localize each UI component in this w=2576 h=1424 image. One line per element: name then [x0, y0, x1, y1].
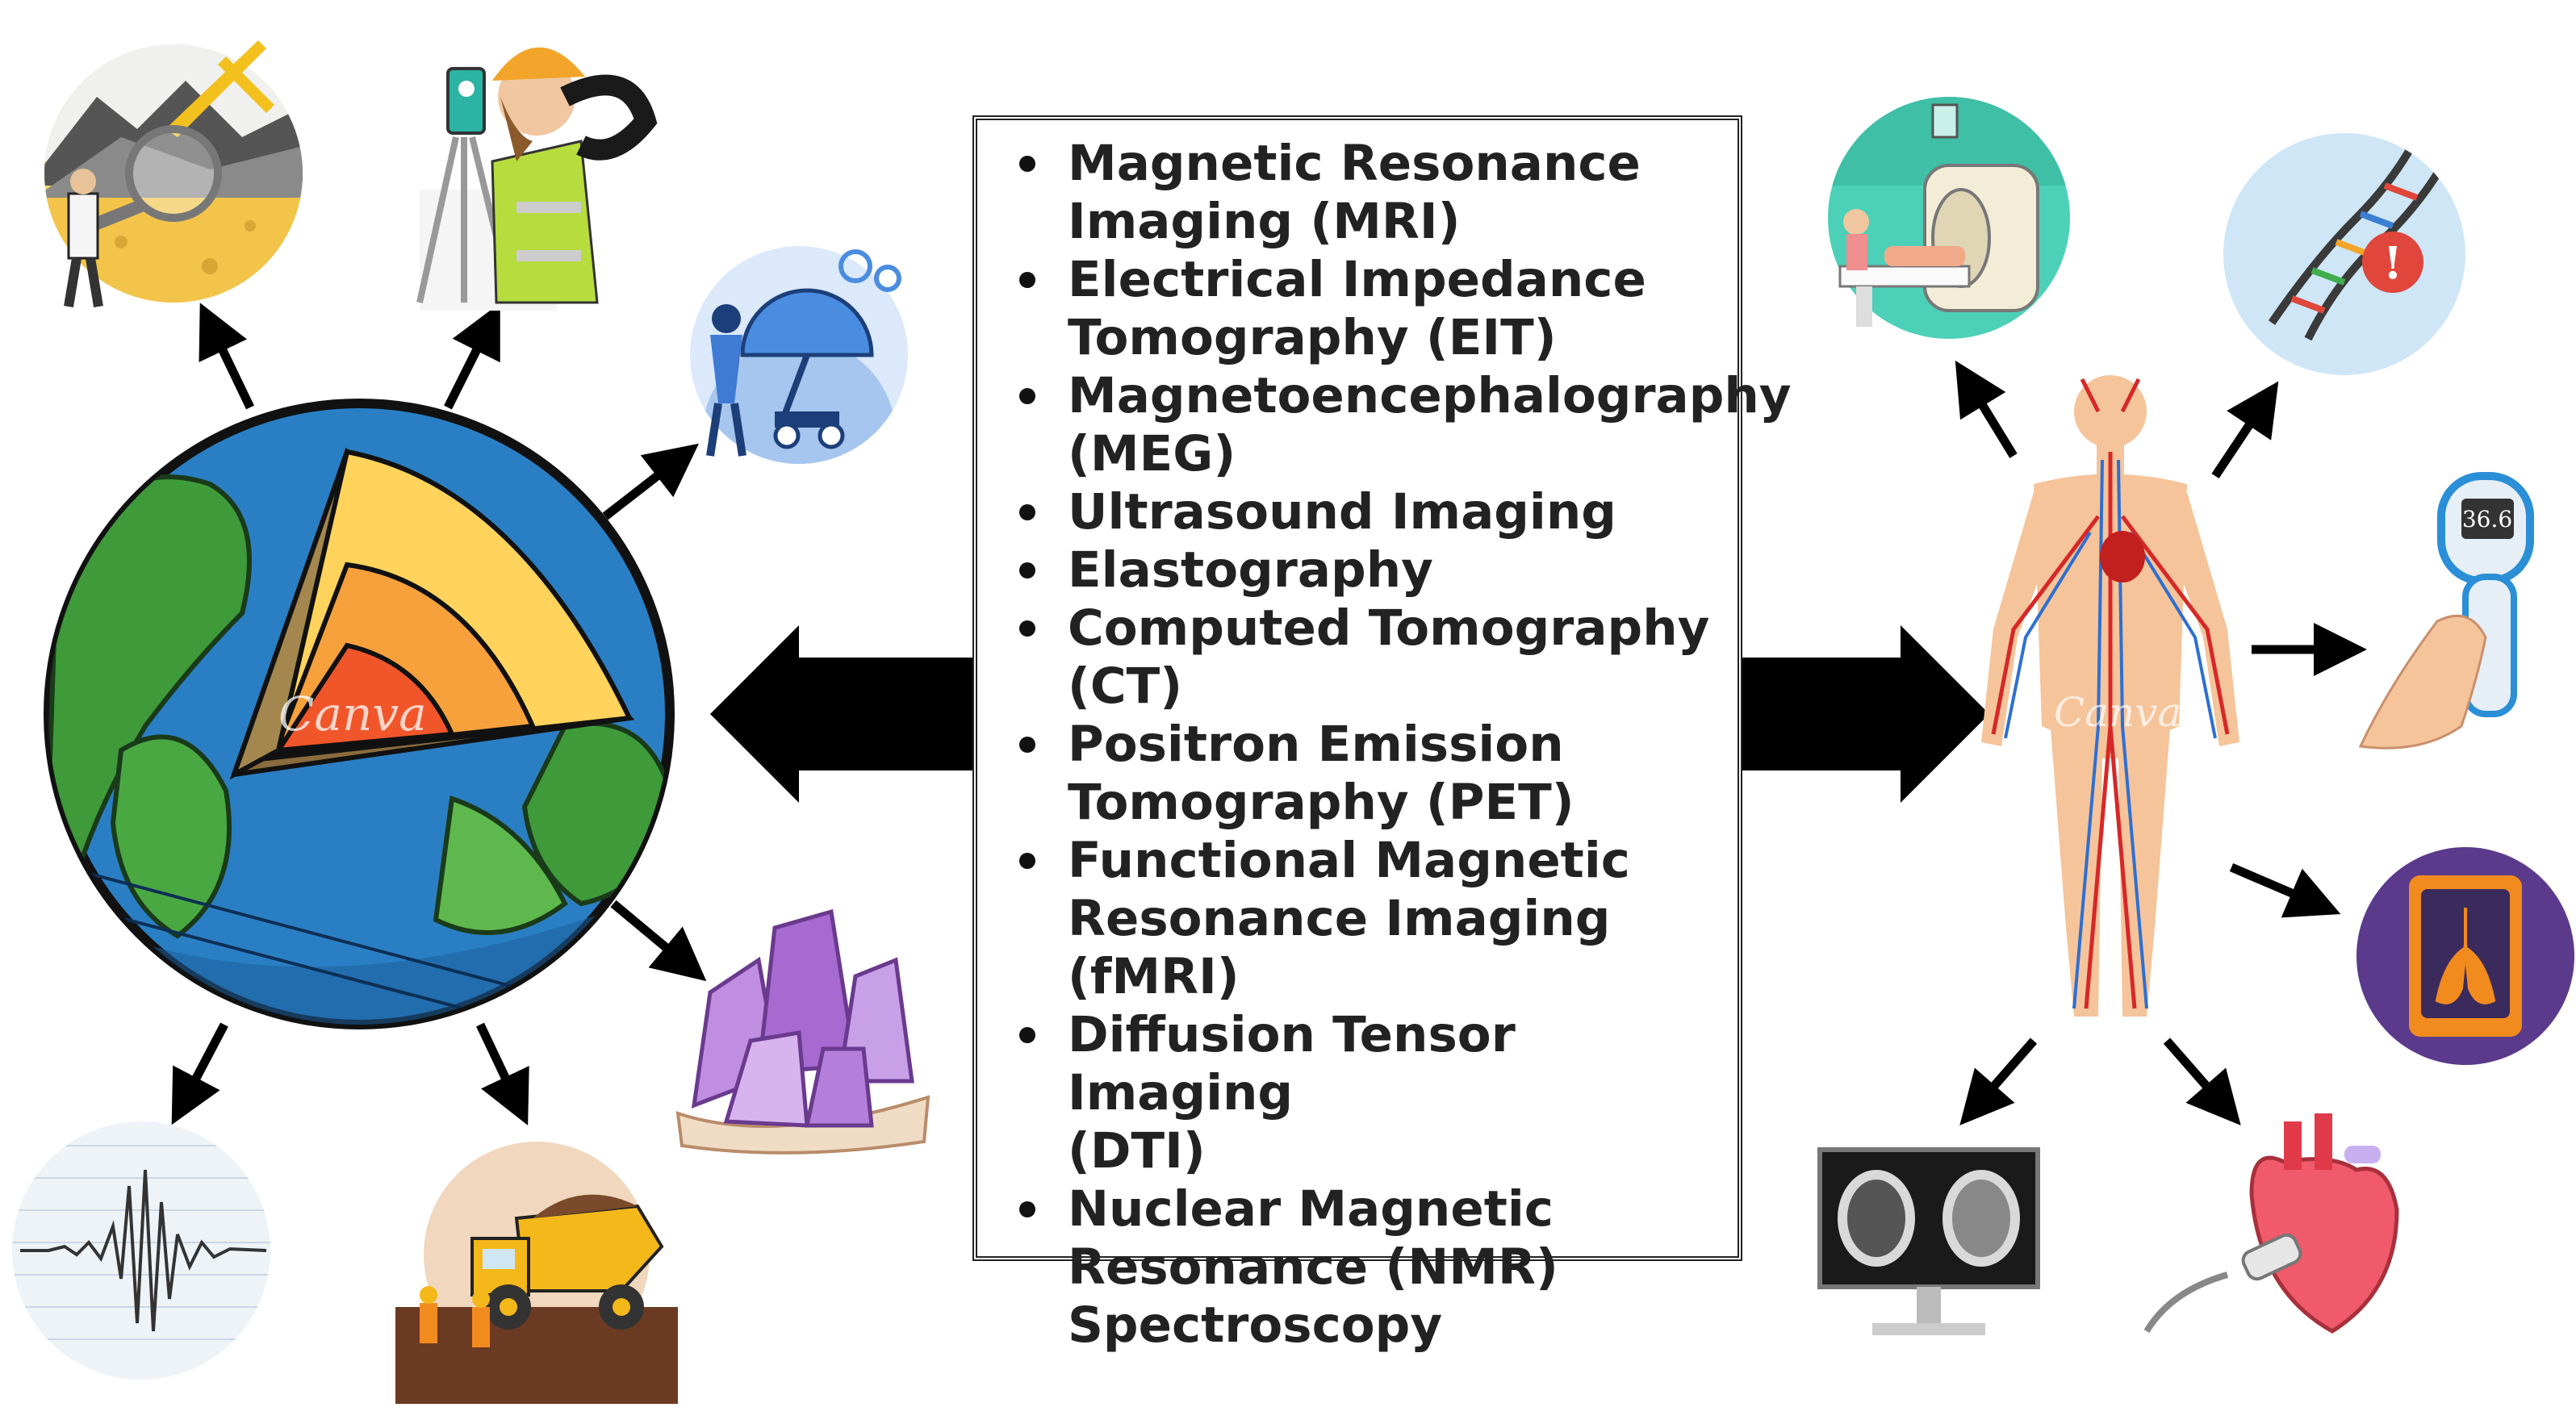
dna-alert-icon: ! [2223, 133, 2465, 375]
bullet-icon [1019, 853, 1035, 869]
brain-ct-monitor-icon [1817, 1147, 2040, 1335]
bullet-icon [1019, 562, 1035, 578]
body-watermark: Canva [2054, 689, 2181, 736]
bullet-icon [1019, 737, 1035, 753]
arrow-to-heart [2163, 1038, 2241, 1125]
big-right-arrow [1742, 625, 1989, 803]
bullet-icon [1019, 620, 1035, 637]
technique-item: Diffusion Tensor Imaging(DTI) [1016, 1006, 1713, 1180]
technique-label-line: Functional Magnetic [1068, 832, 1630, 889]
technique-label-line: Tomography (PET) [1068, 774, 1574, 831]
seismic-wave-icon [12, 1121, 270, 1380]
bullet-icon [1019, 272, 1035, 288]
thermometer-display: 36.6 [2462, 506, 2512, 532]
technique-label-line: Tomography (EIT) [1068, 309, 1557, 366]
bullet-icon [1019, 1201, 1035, 1217]
technique-label-line: Magnetic Resonance [1068, 135, 1641, 192]
technique-label-line: Elastography [1068, 541, 1433, 599]
arrow-to-surveyor [444, 303, 500, 410]
geologist-magnifier-icon [44, 40, 303, 307]
technique-label-line: (MEG) [1068, 425, 1236, 482]
mri-scanner-icon [1828, 97, 2070, 339]
human-anatomy-icon: Canva [1981, 375, 2239, 1017]
bullet-icon [1019, 156, 1035, 172]
heart-ultrasound-icon [2143, 1113, 2399, 1334]
technique-item: Computed Tomography(CT) [1016, 599, 1713, 716]
technique-label-line: Spectroscopy [1068, 1297, 1443, 1354]
technique-label-line: Computed Tomography [1068, 599, 1710, 657]
bullet-icon [1019, 1027, 1035, 1043]
technique-label-line: (DTI) [1068, 1122, 1206, 1180]
technique-label-line: Positron Emission [1068, 716, 1564, 773]
technique-label-line: Ultrasound Imaging [1068, 483, 1616, 541]
arrow-to-crystal [610, 900, 707, 982]
big-left-arrow [710, 625, 972, 803]
arrow-to-mri [1955, 360, 2018, 458]
arrow-to-lung [2229, 862, 2341, 918]
technique-label-line: Diffusion Tensor Imaging [1068, 1006, 1516, 1121]
amethyst-crystal-icon [675, 908, 930, 1155]
technique-label-line: Imaging (MRI) [1068, 193, 1461, 250]
surveyor-theodolite-icon [416, 47, 658, 311]
mining-truck-icon [395, 1142, 678, 1404]
thermometer-gun-icon: 36.6 [2358, 472, 2534, 750]
bullet-icon [1019, 388, 1035, 404]
earth-cross-section-icon: Canva [44, 399, 675, 1029]
arrow-to-rover [602, 443, 700, 520]
technique-label-line: Resonance (NMR) [1068, 1238, 1558, 1296]
space-rover-icon [690, 246, 908, 464]
svg-text:!: ! [2383, 236, 2402, 289]
technique-item: Elastography [1016, 541, 1713, 599]
technique-label-line: Resonance Imaging (fMRI) [1068, 890, 1611, 1005]
technique-label-line: (CT) [1068, 658, 1183, 715]
arrow-to-dna [2211, 381, 2279, 479]
lung-xray-tablet-icon [2356, 847, 2574, 1065]
technique-label-line: Magnetoencephalography [1068, 367, 1792, 424]
arrow-to-mining [476, 1022, 529, 1125]
technique-item: Magnetoencephalography(MEG) [1016, 367, 1792, 483]
bullet-icon [1019, 504, 1035, 520]
earth-arrows [171, 303, 707, 1125]
arrow-to-geologist [199, 303, 254, 410]
technique-label-line: Electrical Impedance [1068, 251, 1646, 308]
earth-watermark: Canva [278, 687, 427, 741]
arrow-to-seismic [171, 1022, 228, 1125]
body-arrows [1955, 360, 2367, 1125]
arrow-to-ct [1959, 1038, 2038, 1125]
technique-item: Ultrasound Imaging [1016, 483, 1713, 541]
technique-label-line: Nuclear Magnetic [1068, 1180, 1554, 1238]
